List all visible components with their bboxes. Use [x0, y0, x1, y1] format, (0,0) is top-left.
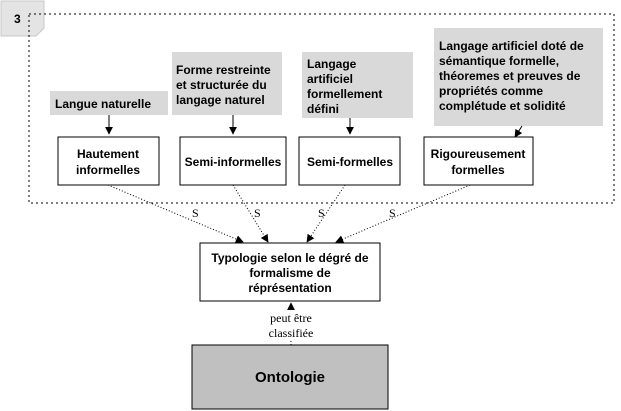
svg-text:formellement: formellement [307, 87, 382, 101]
edge-label-s-1: S [192, 206, 199, 220]
figure-number-badge: 3 [0, 0, 45, 37]
svg-text:et structurée du: et structurée du [176, 78, 267, 92]
annotation-forme-restreinte: Forme restreinte et structurée du langag… [172, 52, 282, 115]
svg-text:Hautement: Hautement [77, 147, 139, 161]
svg-text:artificiel: artificiel [307, 72, 353, 86]
pointer-langage-formel [514, 125, 523, 138]
edge-informelles-typologie [107, 184, 244, 243]
svg-text:Langage artificiel doté de: Langage artificiel doté de [439, 39, 584, 53]
svg-text:propriétés comme: propriétés comme [439, 84, 543, 98]
svg-text:Typologie selon le dégré de: Typologie selon le dégré de [211, 251, 368, 265]
edge-label-s-2: S [254, 206, 261, 220]
edge-semi-informelles-typologie [232, 184, 269, 243]
formalism-scope-frame [28, 13, 615, 204]
figure-number: 3 [14, 12, 21, 26]
svg-text:Rigoureusement: Rigoureusement [431, 147, 526, 161]
svg-text:complétude et solidité: complétude et solidité [439, 99, 566, 113]
svg-text:Semi-formelles: Semi-formelles [307, 155, 393, 169]
type-semi-formelles: Semi-formelles [298, 136, 401, 186]
type-semi-informelles: Semi-informelles [179, 136, 287, 186]
svg-text:Semi-informelles: Semi-informelles [185, 155, 282, 169]
svg-text:Langue naturelle: Langue naturelle [55, 97, 151, 111]
svg-text:Ontologie: Ontologie [255, 369, 325, 386]
annotation-langue-naturelle: Langue naturelle [50, 91, 168, 115]
svg-text:formalisme de: formalisme de [249, 266, 331, 280]
svg-text:sémantique formelle,: sémantique formelle, [439, 54, 559, 68]
edge-label-s-3: S [318, 206, 325, 220]
svg-text:réprésentation: réprésentation [248, 281, 331, 295]
svg-text:formelles: formelles [451, 163, 505, 177]
svg-text:Forme restreinte: Forme restreinte [176, 63, 271, 77]
ontologie-box: Ontologie [191, 344, 389, 410]
svg-text:informelles: informelles [76, 163, 140, 177]
edge-rigoureuses-typologie [335, 184, 471, 243]
svg-text:défini: défini [307, 102, 339, 116]
relation-label-line1: peut être [270, 311, 312, 325]
relation-label-bg [258, 310, 324, 340]
typologie-box: Typologie selon le dégré de formalisme d… [199, 242, 381, 302]
edge-semi-formelles-typologie [306, 184, 346, 243]
annotation-langage-defini: Langage artificiel formellement défini [302, 52, 413, 118]
type-hautement-informelles: Hautement informelles [57, 136, 160, 186]
svg-text:théoremes et preuves de: théoremes et preuves de [439, 69, 581, 83]
edge-label-s-4: S [389, 206, 396, 220]
svg-text:Langage: Langage [307, 57, 357, 71]
annotation-langage-formel: Langage artificiel doté de sémantique fo… [434, 28, 603, 126]
svg-text:langage naturel: langage naturel [176, 93, 265, 107]
type-rigoureusement-formelles: Rigoureusement formelles [423, 136, 534, 186]
relation-label-line2: classifiée [269, 326, 314, 340]
